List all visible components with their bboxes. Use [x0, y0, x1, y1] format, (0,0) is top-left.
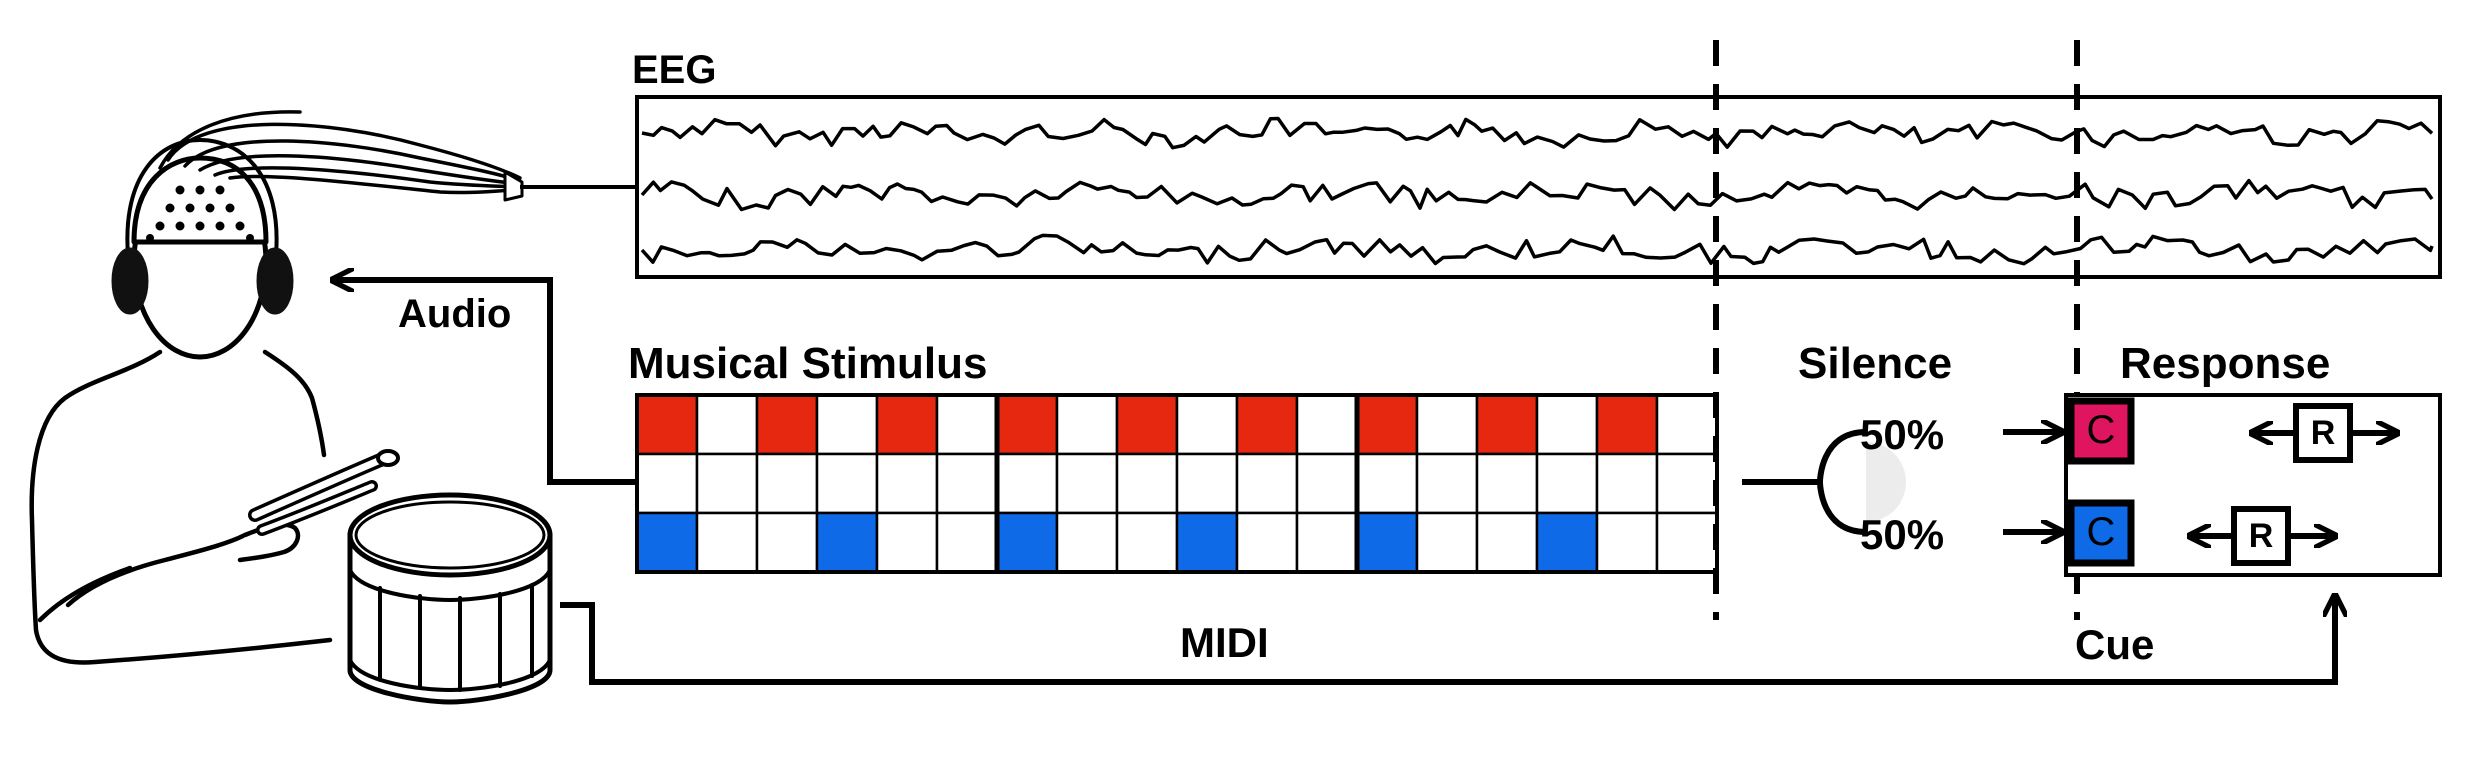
- eeg-trace: [641, 116, 2434, 150]
- stimulus-cell: [1655, 452, 1719, 515]
- participant-figure: [29, 110, 553, 705]
- stimulus-cell: [1295, 452, 1359, 515]
- stimulus-cell: [1055, 393, 1119, 456]
- cue-letter-top: C: [2086, 408, 2116, 452]
- stimulus-cell: [935, 511, 999, 574]
- stimulus-cell: [815, 393, 879, 456]
- stimulus-cell: [1355, 511, 1419, 574]
- midi-label: MIDI: [1180, 619, 1269, 666]
- stimulus-cell: [1655, 393, 1719, 456]
- participant-arm: [65, 532, 248, 608]
- eeg-trace: [640, 178, 2434, 212]
- stimulus-cell: [1415, 452, 1479, 515]
- stimulus-cell: [1235, 393, 1299, 456]
- stimulus-cell: [1295, 511, 1359, 574]
- stimulus-cell: [1355, 393, 1419, 456]
- response-letter-top: R: [2310, 414, 2336, 452]
- participant-body: [29, 349, 333, 665]
- drum-top: [347, 492, 553, 578]
- stimulus-cell: [1235, 452, 1299, 515]
- stimulus-cell: [1535, 511, 1599, 574]
- eeg-trace: [640, 233, 2434, 266]
- stimulus-cell: [635, 393, 699, 456]
- stimulus-cell: [1235, 511, 1299, 574]
- stimulus-cell: [635, 511, 699, 574]
- response-label: Response: [2120, 339, 2331, 388]
- eeg-cable: [158, 110, 522, 195]
- stimulus-cell: [1535, 393, 1599, 456]
- stimulus-cell: [1115, 511, 1179, 574]
- cue-letter-bottom: C: [2086, 510, 2116, 554]
- stimulus-cell: [1415, 511, 1479, 574]
- stimulus-cell: [695, 452, 759, 515]
- stimulus-cell: [875, 393, 939, 456]
- stimulus-cell: [1595, 511, 1659, 574]
- stimulus-grid: [635, 393, 1719, 574]
- stimulus-cell: [935, 452, 999, 515]
- headphone-right: [256, 247, 294, 315]
- stimulus-cell: [1595, 393, 1659, 456]
- stimulus-cell: [1175, 452, 1239, 515]
- eeg-connector: [503, 170, 524, 202]
- stimulus-cell: [995, 511, 1059, 574]
- cue-box-bottom: [2067, 499, 2135, 567]
- stimulus-cell: [1115, 393, 1179, 456]
- stimulus-cell: [875, 452, 939, 515]
- stimulus-cell: [1595, 452, 1659, 515]
- stimulus-cell: [1415, 393, 1479, 456]
- silence-split-connector: [1742, 429, 1867, 535]
- response-letter-bottom: R: [2248, 517, 2274, 555]
- stimulus-cell: [815, 511, 879, 574]
- stimulus-cell: [1655, 511, 1719, 574]
- probability-bottom: 50%: [1860, 511, 1945, 558]
- eeg-label: EEG: [632, 48, 717, 92]
- midi-arrow: [560, 598, 2335, 685]
- stimulus-cell: [995, 393, 1059, 456]
- stimulus-cell: [755, 393, 819, 456]
- silence-half-disc: [1866, 442, 1906, 522]
- stimulus-cell: [635, 452, 699, 515]
- stimulus-cell: [1115, 452, 1179, 515]
- headphone-left: [111, 247, 149, 315]
- stimulus-cell: [755, 452, 819, 515]
- cue-label: Cue: [2075, 621, 2155, 668]
- cue-box-top: [2067, 397, 2135, 465]
- stimulus-cell: [1175, 393, 1239, 456]
- stimulus-cell: [1475, 393, 1539, 456]
- musical-stimulus-label: Musical Stimulus: [628, 339, 988, 388]
- audio-arrow: [335, 280, 637, 485]
- stimulus-cell: [875, 511, 939, 574]
- stimulus-cell: [1295, 393, 1359, 456]
- probability-top: 50%: [1860, 411, 1945, 458]
- stimulus-cell: [995, 452, 1059, 515]
- stimulus-cell: [1535, 452, 1599, 515]
- stimulus-cell: [1475, 511, 1539, 574]
- stimulus-cell: [695, 393, 759, 456]
- stimulus-cell: [935, 393, 999, 456]
- silence-label: Silence: [1798, 339, 1953, 388]
- eeg-electrodes: [146, 185, 254, 242]
- stimulus-cell: [755, 511, 819, 574]
- eeg-traces: [640, 116, 2434, 266]
- stimulus-cell: [695, 511, 759, 574]
- stimulus-cell: [1475, 452, 1539, 515]
- stimulus-cell: [1175, 511, 1239, 574]
- stimulus-cell: [1355, 452, 1419, 515]
- stimulus-cell: [1055, 511, 1119, 574]
- stimulus-cell: [815, 452, 879, 515]
- audio-label: Audio: [398, 292, 512, 336]
- headphone-band: [125, 138, 279, 257]
- drum-lugs: [378, 583, 534, 692]
- stimulus-cell: [1055, 452, 1119, 515]
